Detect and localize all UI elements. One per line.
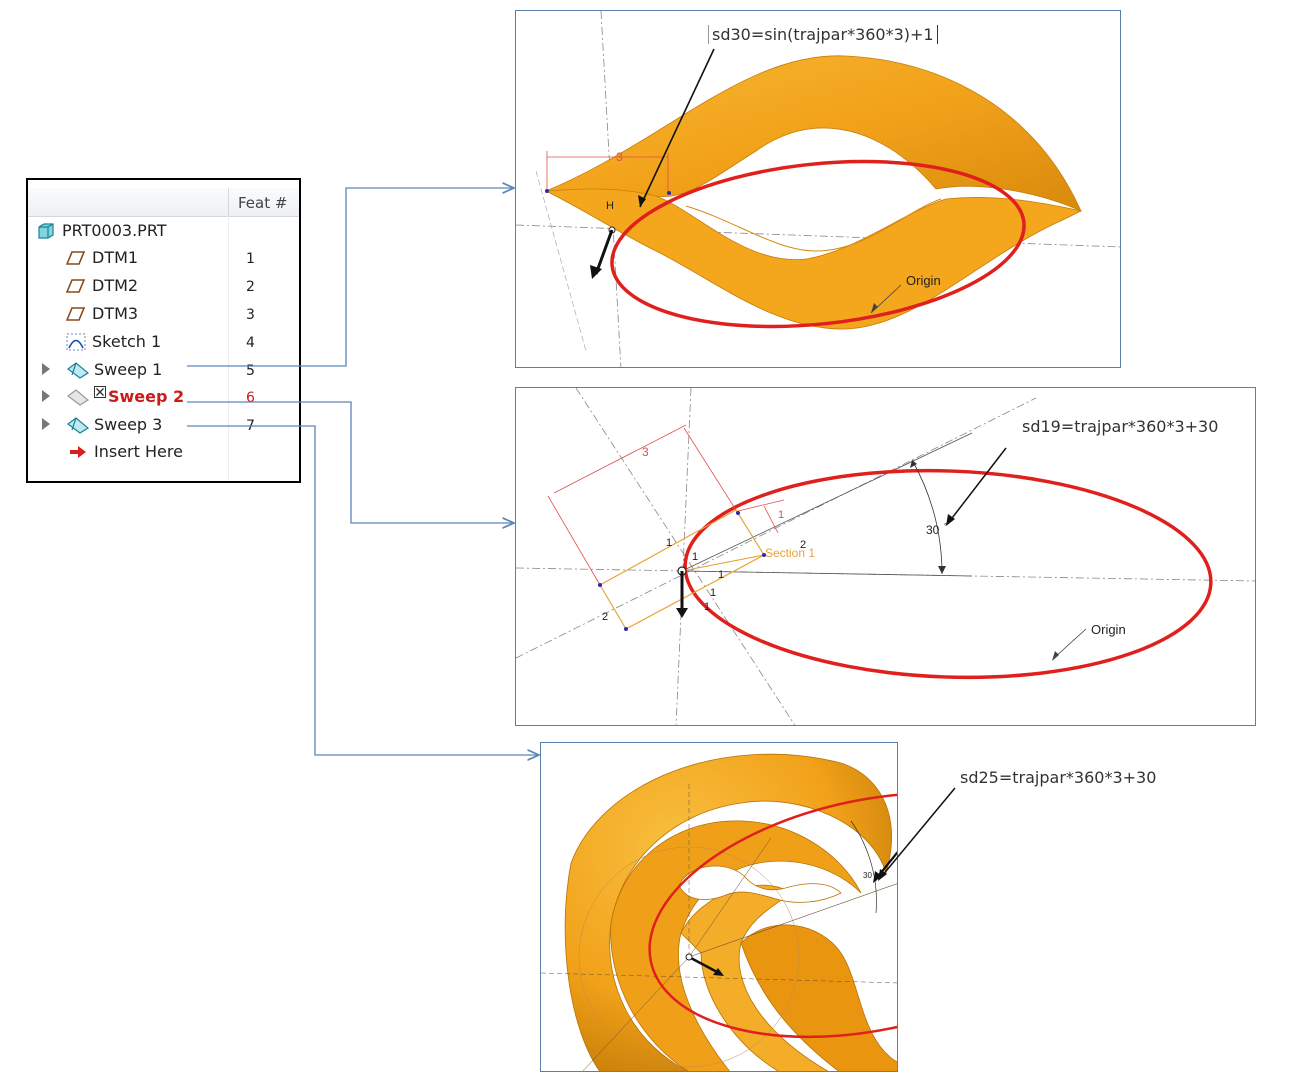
sweep-icon: [67, 417, 90, 434]
constraint-label: 1: [718, 569, 724, 581]
tree-item-label: DTM1: [92, 248, 139, 267]
tree-item-label: Insert Here: [94, 442, 183, 461]
sweep2-sketch-view: Section 1 3 1 1 1 2 1 1 1 2 30 °: [516, 388, 1255, 725]
helical-surface-outer: [564, 753, 892, 1071]
connector-sweep3: [187, 425, 539, 755]
regenerate-failed-icon: [94, 386, 106, 398]
sweep1-viewport[interactable]: 3 H Origin sd30=sin(trajpar*360*3)+1: [515, 10, 1121, 368]
tree-item-label: PRT0003.PRT: [62, 221, 167, 240]
feat-number: 6: [246, 390, 255, 406]
angle-label: 30: [863, 871, 872, 880]
tree-item-part[interactable]: PRT0003.PRT: [28, 218, 299, 244]
tree-item-label: DTM2: [92, 276, 139, 295]
feat-number: 4: [246, 335, 255, 351]
feat-number: 1: [246, 251, 255, 267]
constraint-label: 2: [800, 539, 806, 551]
dimension-value: 3: [642, 445, 649, 459]
part-icon: [38, 223, 54, 239]
constraint-label: 2: [602, 611, 608, 623]
sweep-suppressed-icon: [67, 389, 90, 406]
sweep3-leader-arrow: [878, 787, 956, 881]
svg-text:°: °: [944, 522, 947, 531]
dimension-value: 3: [616, 150, 623, 164]
tree-item-label: DTM3: [92, 304, 139, 323]
ribbon-surface-front: [544, 188, 1083, 330]
sweep3-model-view: 30: [541, 753, 897, 1071]
constraint-label: 1: [692, 551, 698, 563]
sweep2-viewport[interactable]: Section 1 3 1 1 1 2 1 1 1 2 30 °: [515, 387, 1256, 726]
tree-item-sweep2[interactable]: Sweep 2 6: [28, 384, 299, 410]
model-tree-panel: Feat # PRT0003.PRT DTM1 1 DTM2 2 DTM3 3: [26, 178, 301, 483]
origin-label: Origin: [1091, 622, 1126, 637]
ribbon-surface-back: [545, 55, 1082, 212]
tree-item-label: Sweep 1: [94, 360, 163, 379]
tree-item-dtm2[interactable]: DTM2 2: [28, 273, 299, 299]
constraint-label: 1: [710, 587, 716, 599]
connector-sweep1: [187, 188, 514, 367]
sweep3-viewport[interactable]: 30: [540, 742, 898, 1072]
svg-text:1: 1: [778, 509, 784, 521]
tree-item-sweep3[interactable]: Sweep 3 7: [28, 412, 299, 438]
feat-number: 5: [246, 363, 255, 379]
sweep-icon: [67, 362, 90, 379]
insert-arrow-icon: [70, 446, 86, 458]
angle-label: 30: [926, 523, 940, 537]
tree-item-dtm3[interactable]: DTM3 3: [28, 301, 299, 327]
expand-arrow-icon[interactable]: [42, 363, 50, 375]
constraint-label: 1: [666, 537, 672, 549]
relation-equation: sd30=sin(trajpar*360*3)+1: [708, 25, 938, 44]
trajectory-curve: [648, 791, 897, 1039]
sweep1-model-view: 3 H Origin: [516, 11, 1120, 367]
tree-item-label: Sketch 1: [92, 332, 162, 351]
feat-number: 2: [246, 279, 255, 295]
trajectory-curve: [683, 468, 1213, 680]
tree-item-sweep1[interactable]: Sweep 1 5: [28, 357, 299, 383]
expand-arrow-icon[interactable]: [42, 418, 50, 430]
feat-number: 3: [246, 307, 255, 323]
tree-item-sketch1[interactable]: Sketch 1 4: [28, 329, 299, 355]
trajectory-curve: [610, 159, 1026, 329]
sweep3-relation-equation: sd25=trajpar*360*3+30: [960, 768, 1157, 787]
connector-sweep2: [187, 401, 514, 523]
constraint-label: 1: [704, 601, 710, 613]
h-constraint-label: H: [606, 200, 614, 212]
helical-surface-inner: [610, 820, 862, 1071]
datum-plane-icon: [66, 251, 86, 265]
sketch-icon: [66, 333, 86, 351]
model-tree-header: Feat #: [28, 188, 299, 217]
tree-item-label: Sweep 2: [108, 387, 185, 406]
expand-arrow-icon[interactable]: [42, 390, 50, 402]
tree-item-dtm1[interactable]: DTM1 1: [28, 245, 299, 271]
datum-plane-icon: [66, 307, 86, 321]
tree-item-insert-here[interactable]: Insert Here: [28, 439, 299, 465]
section-label: Section 1: [765, 546, 815, 560]
tree-item-label: Sweep 3: [94, 415, 163, 434]
datum-plane-icon: [66, 279, 86, 293]
origin-label: Origin: [906, 273, 941, 288]
feat-number-column-header[interactable]: Feat #: [238, 194, 288, 212]
relation-equation: sd19=trajpar*360*3+30: [1022, 417, 1219, 436]
